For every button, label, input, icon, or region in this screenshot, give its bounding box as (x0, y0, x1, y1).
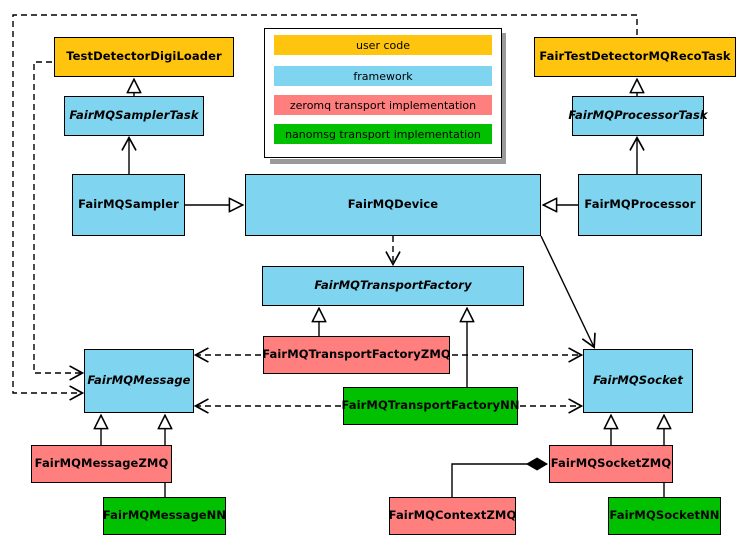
class-label: FairMQSocket (593, 373, 683, 388)
class-label: FairMQSocketNN (609, 508, 720, 523)
class-node-fairmqprocessor[interactable]: FairMQProcessor (578, 174, 702, 236)
class-label: FairMQDevice (347, 197, 439, 212)
legend-label-nanomsg: nanomsg transport implementation (285, 127, 481, 141)
class-node-fairmqmessage[interactable]: FairMQMessage (84, 349, 194, 413)
class-node-fairmqsocketzmq[interactable]: FairMQSocketZMQ (549, 445, 673, 483)
class-node-testdetectordigiloader[interactable]: TestDetectorDigiLoader (54, 37, 234, 77)
class-label: FairMQSocketZMQ (550, 456, 672, 471)
class-label: FairTestDetectorMQRecoTask (539, 49, 731, 64)
class-node-fairmqsampler[interactable]: FairMQSampler (72, 174, 185, 236)
class-node-fairmqtransportfactorynn[interactable]: FairMQTransportFactoryNN (341, 387, 520, 425)
class-label: FairMQSampler (78, 197, 179, 212)
class-label: FairMQMessageZMQ (34, 456, 169, 471)
class-node-fairmqprocessortask[interactable]: FairMQProcessorTask (568, 96, 708, 136)
edge-contextzmq-to-socketzmq-composition (451, 464, 547, 497)
legend-label-user-code: user code (355, 38, 411, 52)
class-node-fairmqsocket[interactable]: FairMQSocket (583, 349, 693, 413)
legend-item-nanomsg: nanomsg transport implementation (274, 124, 492, 144)
class-label: FairMQTransportFactoryZMQ (262, 347, 451, 362)
class-node-fairmqmessagenn[interactable]: FairMQMessageNN (103, 497, 226, 535)
class-label: FairMQContextZMQ (388, 508, 517, 523)
class-node-fairmqsamplertask[interactable]: FairMQSamplerTask (64, 96, 204, 136)
legend-item-user-code: user code (274, 35, 492, 55)
legend-shadow (270, 159, 506, 164)
legend-item-framework: framework (274, 66, 492, 86)
edge-device-to-socket (540, 235, 594, 347)
class-label: FairMQMessage (87, 373, 191, 388)
legend-item-zeromq: zeromq transport implementation (274, 95, 492, 115)
class-label: FairMQSamplerTask (69, 108, 199, 123)
class-label: FairMQMessageNN (102, 508, 227, 523)
legend-label-framework: framework (353, 69, 413, 83)
class-label: FairMQProcessorTask (568, 108, 708, 123)
class-node-fairmqsocketnn[interactable]: FairMQSocketNN (608, 497, 721, 535)
class-node-fairtestdetectormqrecotask[interactable]: FairTestDetectorMQRecoTask (534, 37, 736, 77)
class-node-fairmqmessagezmq[interactable]: FairMQMessageZMQ (31, 445, 172, 483)
class-label: TestDetectorDigiLoader (66, 49, 222, 64)
class-label: FairMQProcessor (584, 197, 696, 212)
class-label: FairMQTransportFactory (314, 278, 472, 293)
class-node-fairmqdevice[interactable]: FairMQDevice (245, 174, 541, 236)
edge-recotask-to-message-routed (12, 14, 638, 393)
legend-shadow-right (501, 33, 506, 161)
class-label: FairMQTransportFactoryNN (341, 398, 520, 413)
class-node-fairmqtransportfactoryzmq[interactable]: FairMQTransportFactoryZMQ (262, 336, 451, 374)
class-node-fairmqtransportfactory[interactable]: FairMQTransportFactory (262, 266, 524, 306)
edge-digiloader-to-message-routed (33, 61, 82, 373)
legend-label-zeromq: zeromq transport implementation (289, 98, 477, 112)
class-node-fairmqcontextzmq[interactable]: FairMQContextZMQ (389, 497, 516, 535)
